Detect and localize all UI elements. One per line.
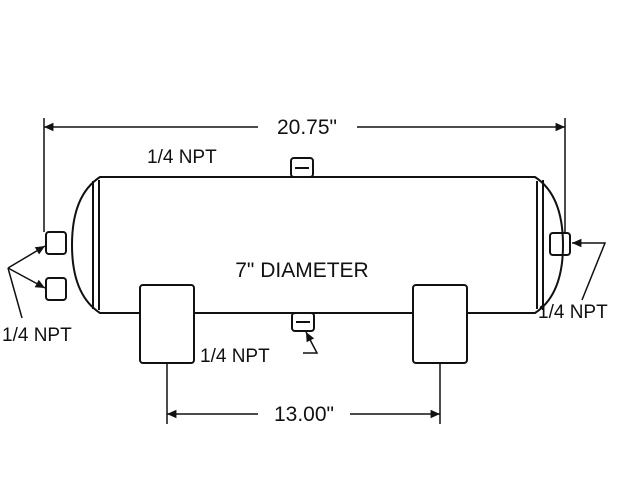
tank-body [70, 176, 565, 314]
left-mounting-bracket [139, 284, 195, 364]
bottom-port-leader [303, 331, 319, 354]
overall-length-label: 20.75" [277, 116, 337, 139]
left-upper-port-fitting [45, 231, 67, 255]
bottom-port-fitting [291, 312, 315, 332]
mount-spacing-label: 13.00" [274, 403, 334, 426]
right-port-fitting [549, 232, 571, 256]
left-port-leader-stem [7, 267, 23, 319]
right-port-leader [572, 238, 607, 301]
top-port-fitting [290, 157, 314, 178]
left-lower-port-fitting [45, 277, 67, 301]
diameter-label: 7" DIAMETER [235, 259, 368, 282]
bottom-port-label: 1/4 NPT [200, 346, 270, 367]
right-mounting-bracket [412, 284, 468, 364]
top-port-label: 1/4 NPT [147, 147, 217, 168]
right-port-label: 1/4 NPT [538, 302, 608, 323]
left-port-leader-lower [7, 267, 46, 289]
left-port-label: 1/4 NPT [2, 325, 72, 346]
left-port-leader-upper [7, 245, 46, 269]
